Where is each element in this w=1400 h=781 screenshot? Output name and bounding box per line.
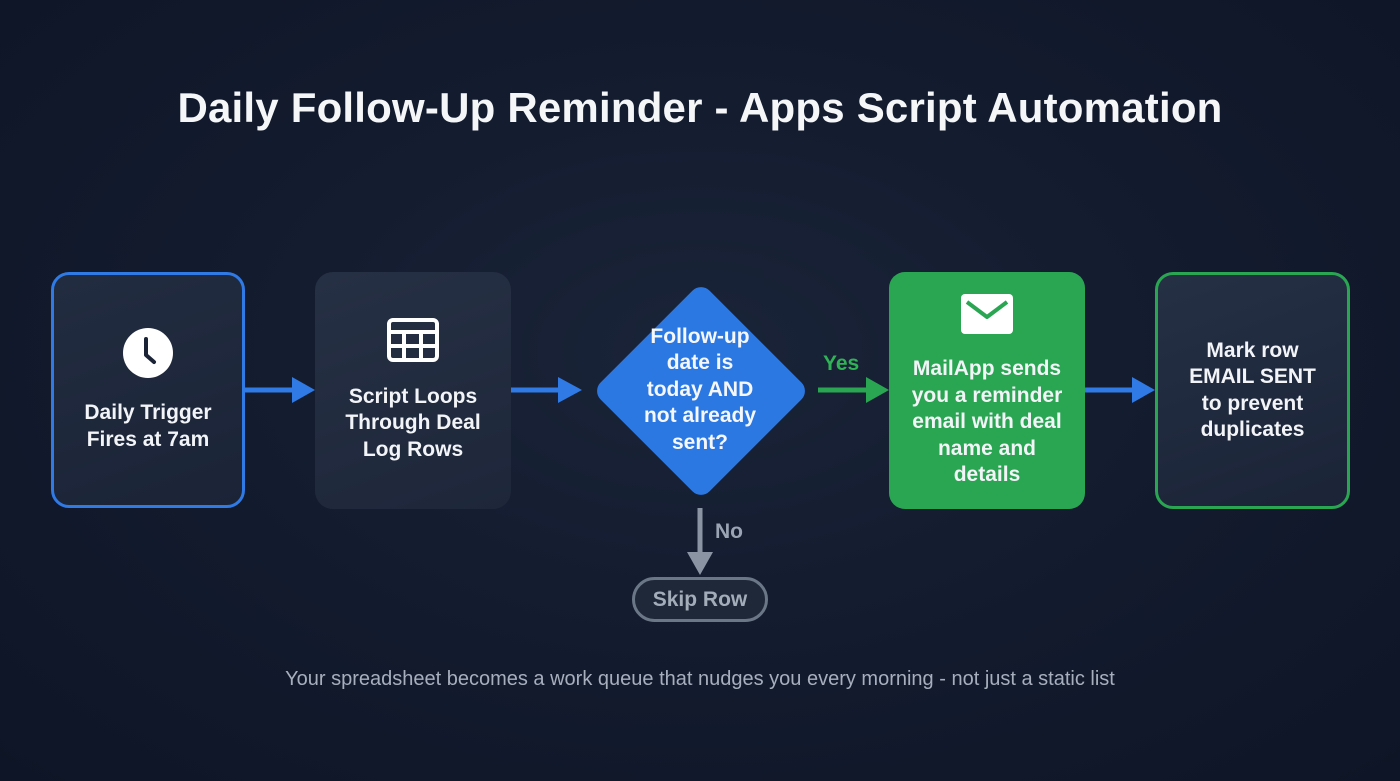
mail-node: MailApp sends you a reminder email with … bbox=[889, 272, 1085, 509]
decision-line-5: sent? bbox=[671, 430, 728, 454]
trigger-node: Daily Trigger Fires at 7am bbox=[51, 272, 245, 508]
mark-line-3: to prevent bbox=[1201, 391, 1304, 415]
decision-node: Follow-up date is today AND not already … bbox=[591, 281, 810, 500]
loop-line-2: Through Deal bbox=[345, 411, 481, 434]
mail-line-5: details bbox=[953, 463, 1021, 486]
decision-line-4: not already bbox=[643, 404, 757, 428]
envelope-icon bbox=[960, 293, 1014, 343]
mark-line-2: EMAIL SENT bbox=[1189, 365, 1316, 388]
yes-edge-label: Yes bbox=[823, 352, 860, 375]
diagram-title: Daily Follow-Up Reminder - Apps Script A… bbox=[177, 84, 1223, 131]
mark-node: Mark row EMAIL SENT to prevent duplicate… bbox=[1155, 272, 1350, 509]
mail-line-3: email with deal bbox=[912, 410, 1062, 433]
mail-line-2: you a reminder bbox=[911, 383, 1063, 407]
mail-line-1: MailApp sends bbox=[912, 357, 1062, 380]
decision-line-2: date is bbox=[666, 351, 734, 375]
loop-line-3: Log Rows bbox=[362, 437, 464, 461]
decision-line-3: today AND bbox=[646, 377, 754, 401]
mail-line-4: name and bbox=[937, 436, 1037, 460]
diagram-caption: Your spreadsheet becomes a work queue th… bbox=[285, 668, 1115, 690]
skip-row-node: Skip Row bbox=[632, 577, 768, 622]
mark-line-4: duplicates bbox=[1200, 418, 1305, 441]
loop-node: Script Loops Through Deal Log Rows bbox=[315, 272, 511, 509]
decision-line-1: Follow-up bbox=[650, 324, 750, 348]
table-icon bbox=[387, 318, 439, 370]
loop-line-1: Script Loops bbox=[348, 384, 478, 408]
no-edge-label: No bbox=[715, 520, 743, 543]
mark-line-1: Mark row bbox=[1206, 338, 1299, 362]
decision-text: Follow-up date is today AND not already … bbox=[591, 281, 809, 499]
clock-icon bbox=[122, 327, 174, 387]
trigger-line-1: Daily Trigger bbox=[84, 401, 212, 425]
trigger-line-2: Fires at 7am bbox=[86, 427, 210, 451]
